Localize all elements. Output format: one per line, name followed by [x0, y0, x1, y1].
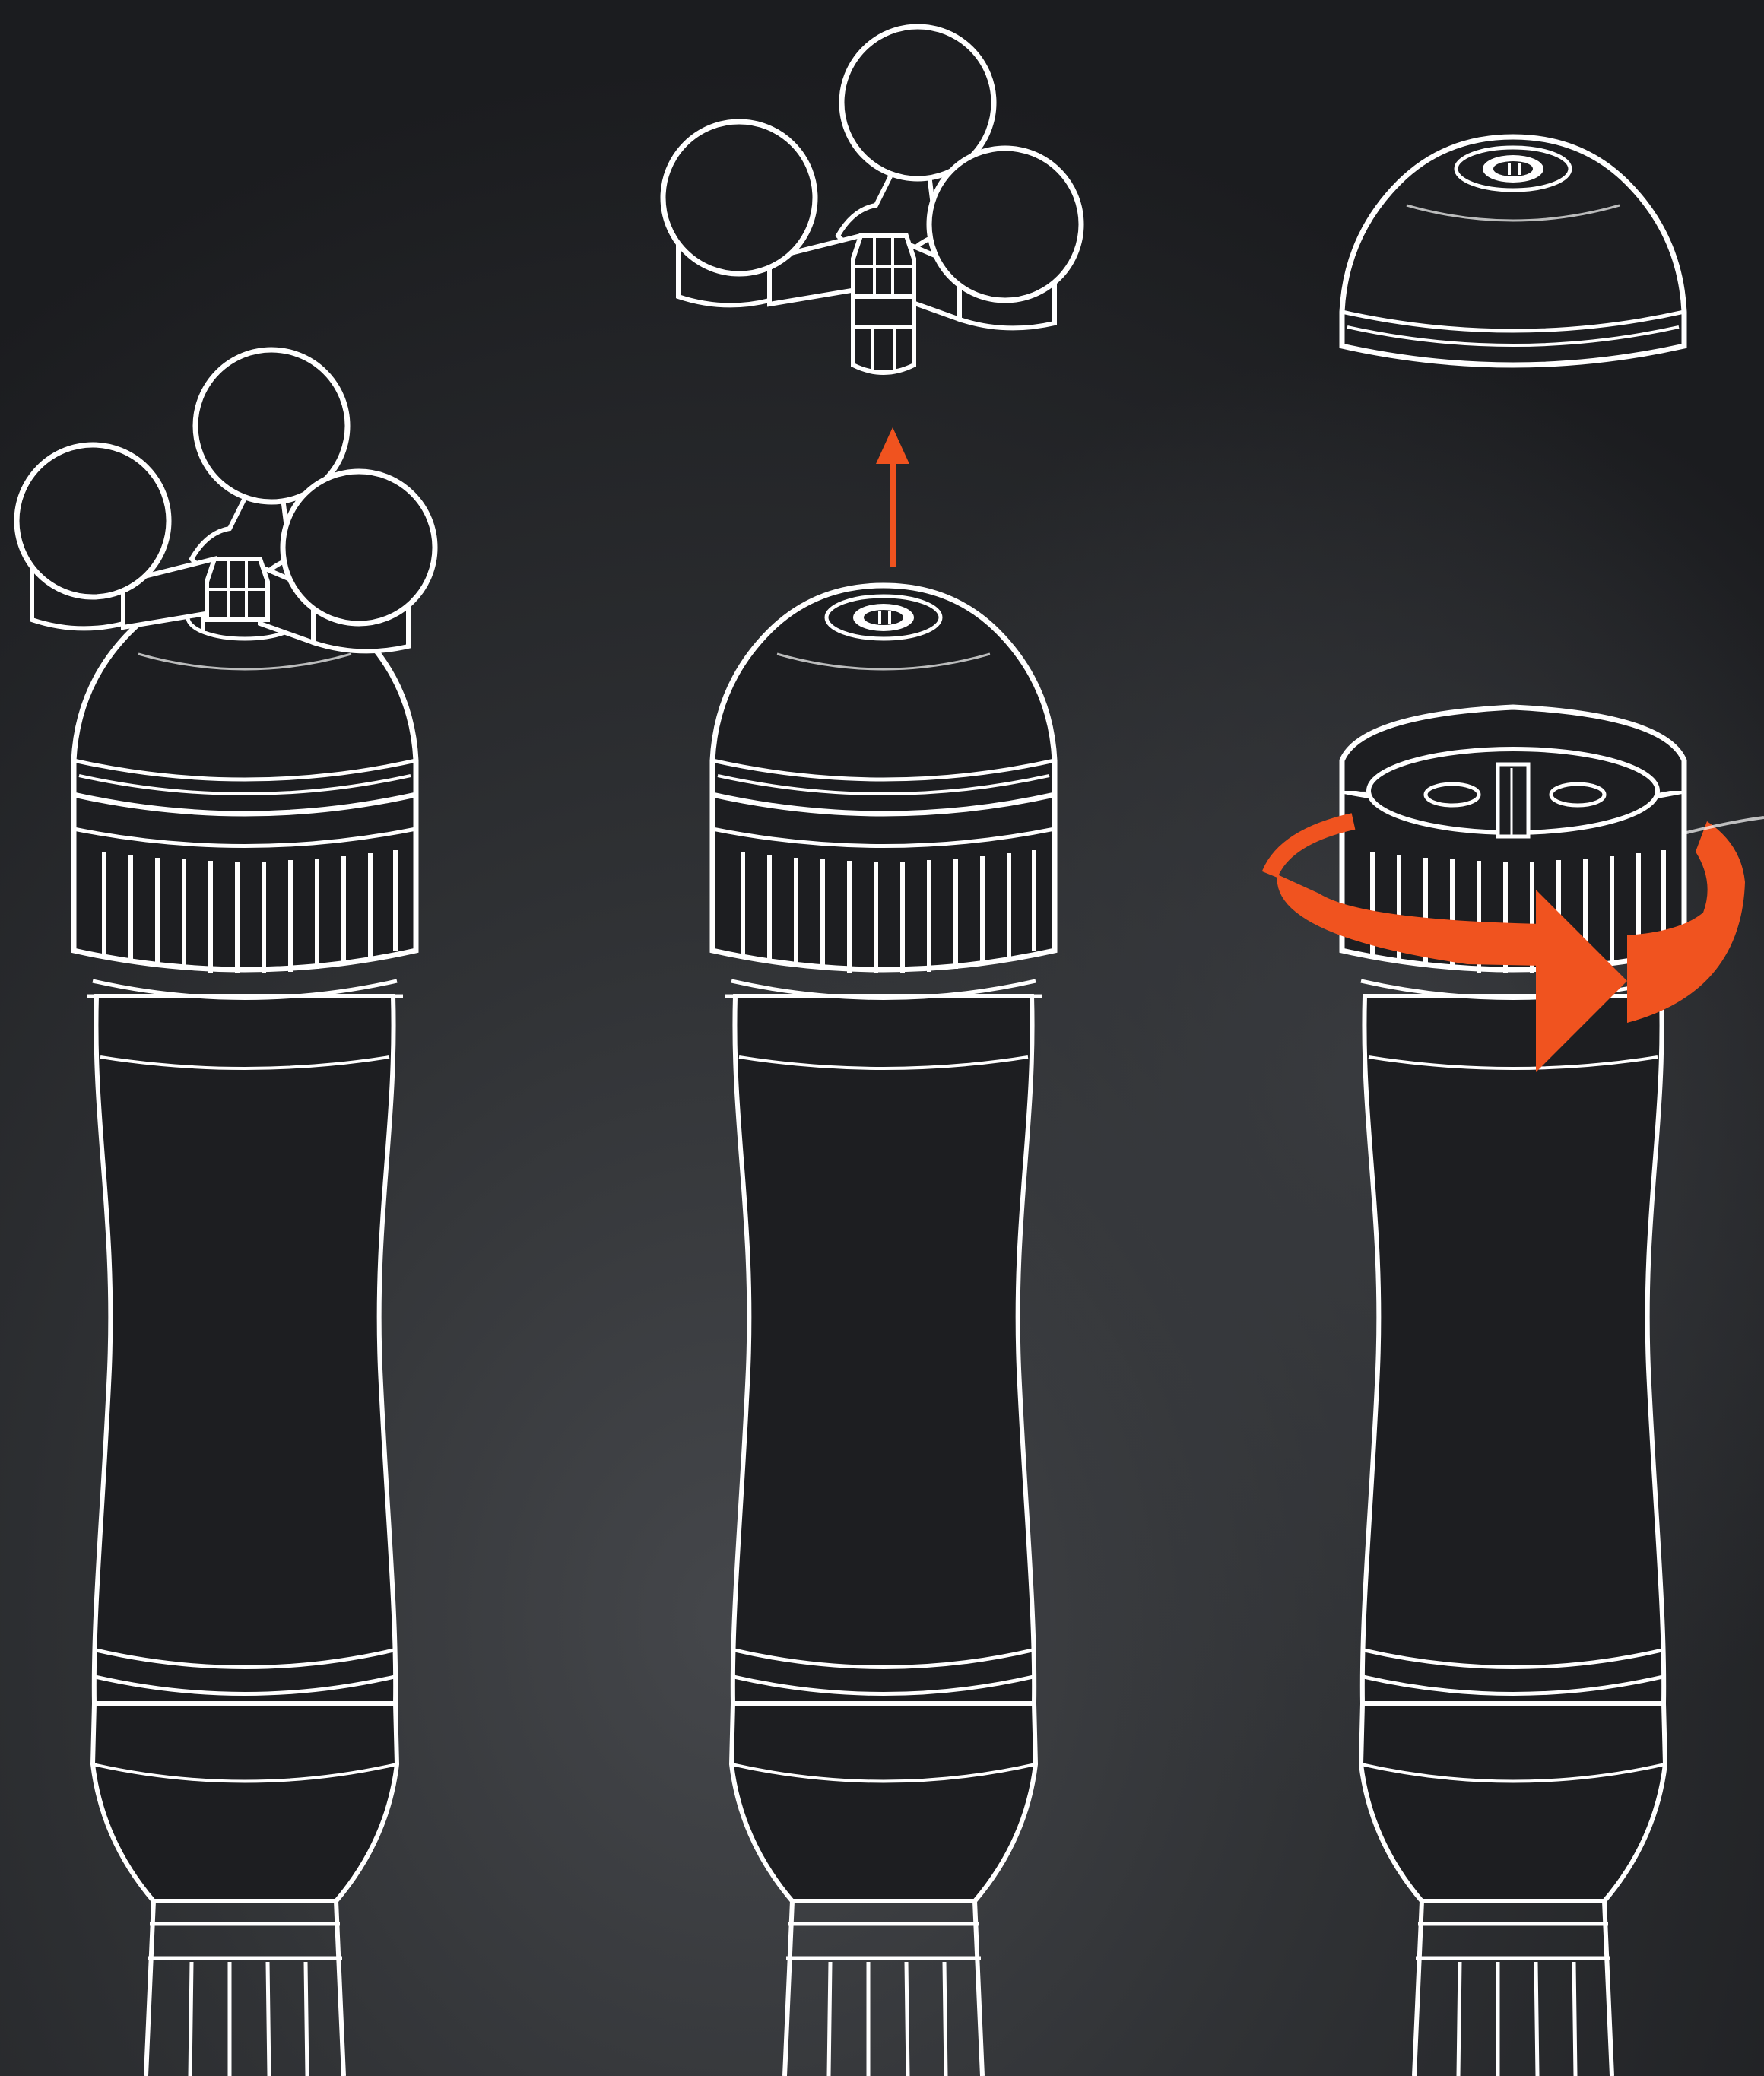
step-2-handpiece	[663, 27, 1081, 2076]
step-1-handpiece	[17, 350, 435, 2076]
rotate-clockwise-icon	[1261, 813, 1745, 1072]
arrow-up-icon	[876, 427, 909, 567]
trident-head-removed	[663, 27, 1081, 375]
step-3-handpiece	[1261, 704, 1764, 2076]
